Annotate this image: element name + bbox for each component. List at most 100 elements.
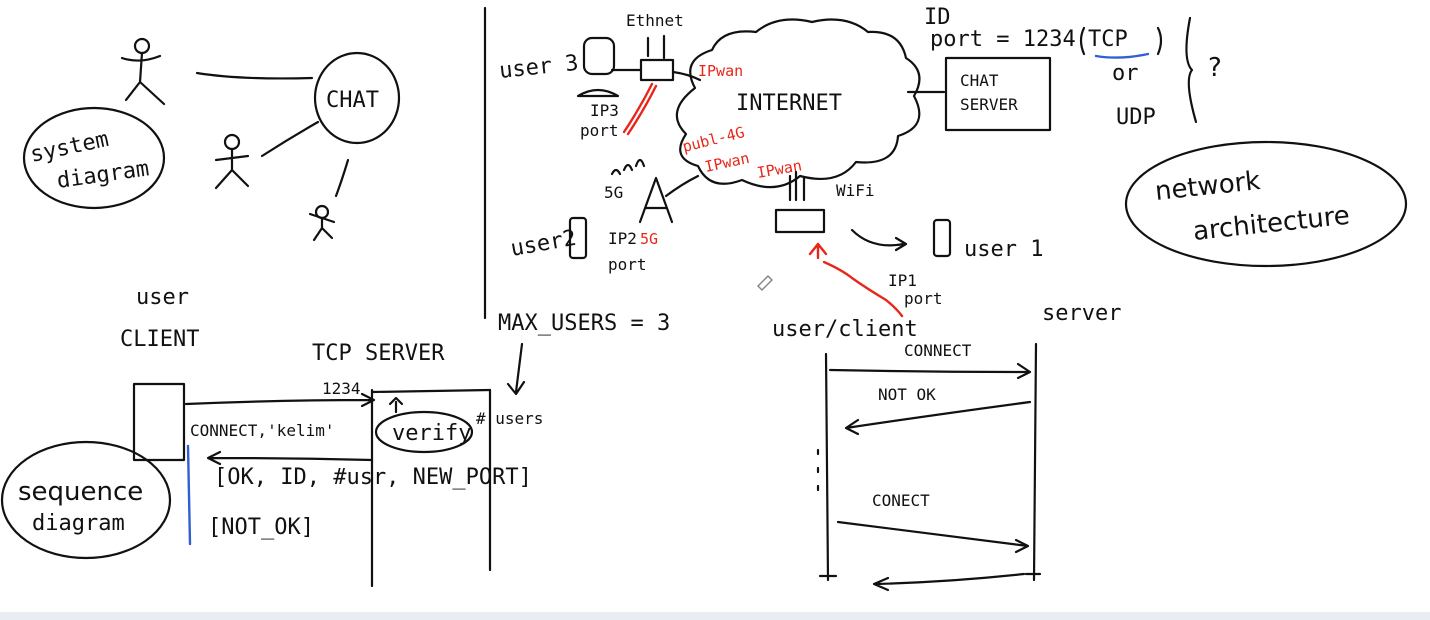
port3-label: port bbox=[580, 121, 619, 140]
ethernet-router bbox=[639, 58, 675, 82]
chat-server-label-2: SERVER bbox=[960, 95, 1018, 114]
not-ok-reply-label: [NOT_OK] bbox=[208, 515, 314, 540]
verify-label: verify bbox=[392, 421, 471, 446]
system-diagram-bubble bbox=[22, 106, 166, 210]
stick-figure-2 bbox=[214, 133, 250, 190]
user2-label: user2 bbox=[509, 226, 579, 262]
seq2-reply-arrow bbox=[872, 572, 1026, 592]
or-label: or bbox=[1112, 61, 1139, 86]
verify-bubble bbox=[374, 410, 474, 454]
max-users-arrow bbox=[506, 342, 526, 396]
seq2-client-label: user/client bbox=[772, 317, 918, 342]
user3-monitor bbox=[582, 36, 616, 76]
ip2-suffix-label: 5G bbox=[640, 230, 658, 248]
connection-line bbox=[260, 120, 320, 158]
chat-server-box bbox=[944, 56, 1052, 132]
seq2-connect2-arrow bbox=[836, 520, 1030, 554]
network-architecture-label-1: network bbox=[1154, 166, 1262, 207]
sequence-diagram-label-2: diagram bbox=[32, 511, 125, 536]
network-architecture: INTERNET Ethnet user 3 IP3 port IPwan pu… bbox=[498, 5, 1408, 318]
connect-arrow bbox=[184, 392, 376, 408]
chat-server-label-1: CHAT bbox=[960, 71, 999, 90]
udp-label: UDP bbox=[1116, 105, 1156, 130]
max-users-label: MAX_USERS = 3 bbox=[498, 311, 670, 336]
seq2-connect2-label: CONECT bbox=[872, 491, 930, 510]
reply-arrow bbox=[206, 450, 374, 466]
port2-label: port bbox=[608, 255, 647, 274]
user1-phone bbox=[932, 218, 952, 258]
verify-arrow bbox=[388, 396, 404, 414]
seq2-server-label: server bbox=[1042, 301, 1121, 326]
seq2-not-ok-arrow bbox=[844, 400, 1032, 436]
sequence-diagram: user CLIENT TCP SERVER MAX_USERS = 3 123… bbox=[0, 285, 670, 588]
seq2-not-ok-label: NOT OK bbox=[878, 385, 936, 404]
user-client-label-2: CLIENT bbox=[120, 327, 199, 352]
question-label: ? bbox=[1208, 53, 1222, 83]
ok-reply-label: [OK, ID, #usr, NEW_PORT] bbox=[214, 465, 532, 490]
seq2-client-lifeline bbox=[824, 352, 830, 582]
ipwan-top-label: IPwan bbox=[698, 62, 743, 80]
seq2-server-lifeline bbox=[1032, 342, 1038, 582]
port-number-label: port = 1234 bbox=[930, 27, 1076, 52]
tcp-server-label: TCP SERVER bbox=[312, 341, 445, 366]
wifi-label: WiFi bbox=[836, 181, 875, 200]
stick-figure-3 bbox=[308, 204, 336, 242]
user-client-label-1: user bbox=[136, 285, 189, 310]
pen-cursor-icon bbox=[757, 275, 773, 291]
wifi-router bbox=[774, 208, 826, 234]
internet-label: INTERNET bbox=[736, 91, 842, 116]
id-label: ID bbox=[924, 5, 951, 30]
seq2-connect-arrow bbox=[828, 362, 1032, 380]
protocol-brace bbox=[1185, 16, 1198, 124]
user3-label: user 3 bbox=[498, 51, 580, 84]
ip3-label: IP3 bbox=[590, 101, 619, 120]
connect-msg-label: CONNECT,'kelim' bbox=[190, 421, 335, 440]
connection-line bbox=[195, 71, 314, 80]
seq2-end-marks bbox=[818, 572, 1042, 578]
chat-label: CHAT bbox=[326, 88, 379, 113]
ethernet-label: Ethnet bbox=[626, 11, 684, 30]
user3-base bbox=[576, 88, 620, 98]
seq2-connect-label: CONNECT bbox=[904, 341, 972, 360]
connection-line bbox=[334, 158, 350, 198]
users-label: # users bbox=[476, 409, 543, 428]
user1-label: user 1 bbox=[964, 237, 1043, 262]
bottom-bar bbox=[0, 612, 1430, 620]
ip3-red-mark-2 bbox=[626, 84, 658, 136]
link-line bbox=[664, 174, 700, 198]
chat-node bbox=[313, 51, 401, 145]
signal-waves bbox=[610, 158, 646, 176]
network-architecture-label-2: architecture bbox=[1192, 201, 1352, 247]
internet-cloud bbox=[675, 18, 921, 189]
link-line bbox=[610, 68, 702, 82]
sequence-diagram-label-1: sequence bbox=[18, 477, 143, 507]
ip1-label: IP1 bbox=[888, 271, 917, 290]
ethernet-antenna bbox=[646, 34, 666, 60]
wifi-antenna bbox=[788, 170, 806, 202]
wifi-arrow bbox=[850, 228, 908, 252]
ip2-label: IP2 bbox=[608, 229, 637, 248]
tcp-underline bbox=[1094, 52, 1150, 59]
client-lifeline bbox=[186, 444, 192, 546]
ip1-red-arrow bbox=[808, 242, 904, 318]
cell-tower bbox=[638, 176, 674, 224]
sequence-diagram-2: user/client server CONNECT NOT OK CONECT bbox=[772, 301, 1121, 592]
system-diagram-label-1: system bbox=[28, 127, 111, 168]
tcp-parens bbox=[1079, 26, 1163, 56]
server-top-line bbox=[370, 388, 492, 394]
user2-phone bbox=[568, 216, 588, 260]
stick-figure-1 bbox=[120, 37, 166, 106]
five-g-label: 5G bbox=[604, 183, 623, 202]
tcp-label: TCP bbox=[1088, 27, 1128, 52]
ip3-red-mark bbox=[622, 82, 654, 134]
network-architecture-bubble bbox=[1124, 140, 1408, 268]
system-diagram: CHAT system diagram bbox=[22, 37, 401, 242]
port1-label: port bbox=[904, 289, 943, 308]
client-box bbox=[132, 382, 186, 462]
ipwan-left-label: IPwan bbox=[703, 149, 751, 176]
port-1234-label: 1234 bbox=[322, 379, 361, 398]
sequence-diagram-bubble bbox=[0, 440, 172, 560]
system-diagram-label-2: diagram bbox=[55, 156, 150, 194]
